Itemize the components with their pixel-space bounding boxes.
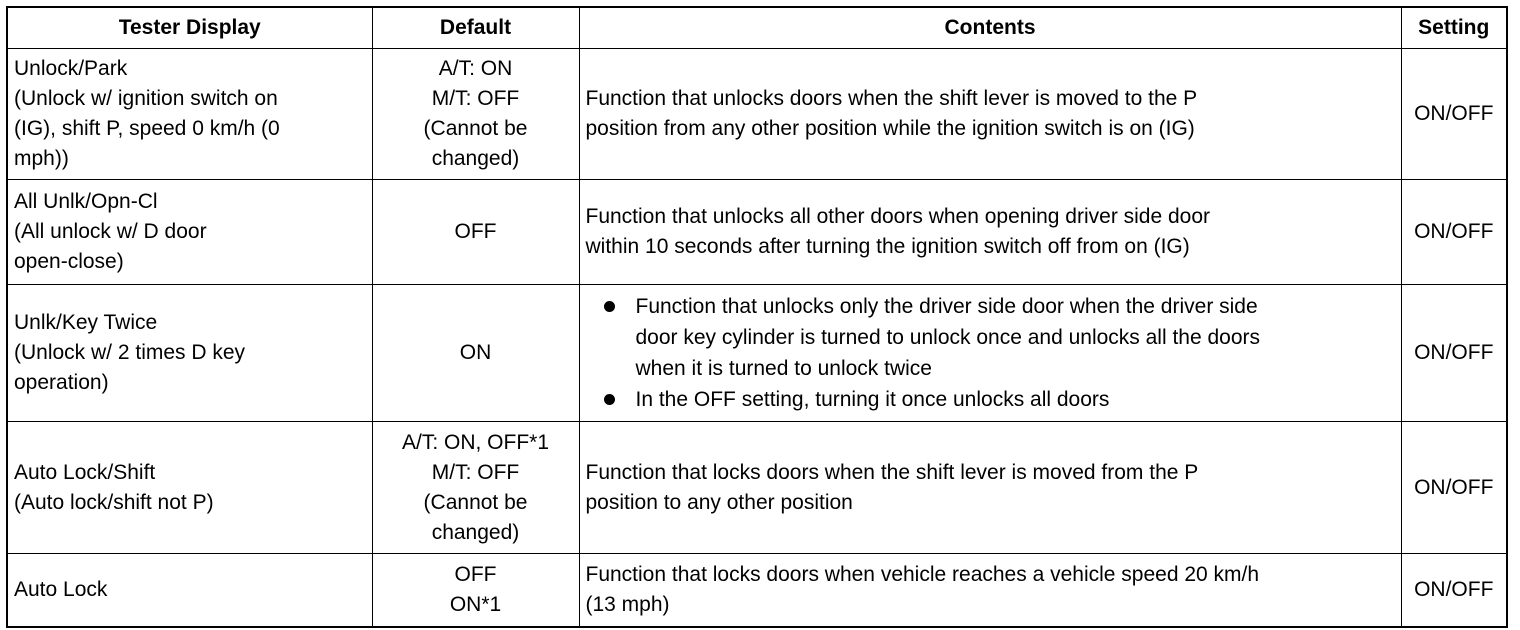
tester-display-line: (All unlock w/ D door — [14, 220, 207, 243]
header-contents: Contents — [578, 6, 1402, 49]
table-row: Auto Lock/Shift (Auto lock/shift not P) … — [6, 421, 1508, 554]
contents-cell: Function that unlocks all other doors wh… — [578, 179, 1402, 285]
contents-line: Function that locks doors when vehicle r… — [585, 562, 1260, 586]
contents-cell: Function that locks doors when the shift… — [578, 421, 1402, 554]
tester-display-cell: Unlk/Key Twice (Unlock w/ 2 times D key … — [6, 284, 373, 422]
header-tester-display: Tester Display — [6, 6, 373, 49]
header-setting: Setting — [1400, 6, 1508, 49]
default-line: A/T: ON, OFF*1 — [401, 430, 550, 454]
contents-line: position from any other position while t… — [585, 117, 1195, 140]
default-line: OFF — [454, 562, 497, 586]
contents-bullet-item: Function that unlocks only the driver si… — [586, 291, 1395, 384]
tester-display-cell: Auto Lock — [6, 553, 373, 627]
tester-display-line: (Unlock w/ ignition switch on — [14, 87, 278, 110]
default-cell: A/T: ON, OFF*1 M/T: OFF (Cannot be chang… — [371, 421, 580, 554]
setting-cell: ON/OFF — [1400, 48, 1508, 180]
tester-display-line: open-close) — [14, 250, 124, 273]
default-line: ON — [459, 341, 492, 364]
contents-line: Function that locks doors when the shift… — [585, 460, 1199, 484]
setting-cell: ON/OFF — [1400, 179, 1508, 285]
contents-bullet-item: In the OFF setting, turning it once unlo… — [586, 384, 1395, 415]
bullet-icon — [603, 301, 615, 312]
contents-line: within 10 seconds after turning the igni… — [585, 235, 1190, 258]
tester-display-cell: Unlock/Park (Unlock w/ ignition switch o… — [6, 48, 373, 180]
tester-display-line: Auto Lock — [14, 577, 108, 601]
default-cell: OFF ON*1 — [371, 553, 580, 627]
bullet-icon — [603, 394, 615, 405]
default-line: M/T: OFF — [431, 460, 520, 484]
tester-display-line: Auto Lock/Shift — [14, 460, 156, 484]
tester-display-cell: All Unlk/Opn-Cl (All unlock w/ D door op… — [6, 179, 373, 285]
default-line: changed) — [431, 147, 520, 170]
customize-function-table: Tester Display Default Contents Setting … — [6, 6, 1508, 628]
table-row: Auto Lock OFF ON*1 Function that locks d… — [6, 553, 1508, 627]
contents-bullet-list: Function that unlocks only the driver si… — [586, 291, 1395, 415]
default-cell: A/T: ON M/T: OFF (Cannot be changed) — [371, 48, 580, 180]
table-row: All Unlk/Opn-Cl (All unlock w/ D door op… — [6, 179, 1508, 285]
contents-line: Function that unlocks all other doors wh… — [585, 205, 1211, 228]
tester-display-line: All Unlk/Opn-Cl — [14, 190, 158, 213]
tester-display-line: (Unlock w/ 2 times D key — [14, 341, 246, 364]
contents-line: (13 mph) — [585, 592, 670, 616]
setting-cell: ON/OFF — [1400, 284, 1508, 422]
table-row: Unlk/Key Twice (Unlock w/ 2 times D key … — [6, 284, 1508, 422]
default-line: A/T: ON — [438, 57, 513, 80]
default-line: (Cannot be — [423, 117, 528, 140]
table-row: Unlock/Park (Unlock w/ ignition switch o… — [6, 48, 1508, 180]
default-line: changed) — [431, 520, 520, 544]
contents-cell: Function that unlocks doors when the shi… — [578, 48, 1402, 180]
tester-display-cell: Auto Lock/Shift (Auto lock/shift not P) — [6, 421, 373, 554]
default-line: M/T: OFF — [431, 87, 520, 110]
header-row: Tester Display Default Contents Setting — [6, 6, 1508, 49]
contents-line: Function that unlocks doors when the shi… — [585, 87, 1198, 110]
tester-display-line: (Auto lock/shift not P) — [14, 490, 214, 514]
contents-line: door key cylinder is turned to unlock on… — [635, 326, 1261, 349]
tester-display-line: mph)) — [14, 147, 69, 170]
default-cell: ON — [371, 284, 580, 422]
tester-display-line: (IG), shift P, speed 0 km/h (0 — [14, 117, 280, 140]
setting-cell: ON/OFF — [1400, 421, 1508, 554]
tester-display-line: Unlock/Park — [14, 57, 128, 80]
header-default: Default — [371, 6, 580, 49]
default-line: ON*1 — [449, 592, 502, 616]
contents-cell: Function that unlocks only the driver si… — [578, 284, 1402, 422]
contents-line: when it is turned to unlock twice — [635, 357, 932, 380]
default-line: OFF — [454, 220, 497, 243]
setting-cell: ON/OFF — [1400, 553, 1508, 627]
tester-display-line: Unlk/Key Twice — [14, 311, 158, 334]
tester-display-line: operation) — [14, 371, 109, 394]
contents-line: position to any other position — [585, 490, 853, 514]
contents-line: Function that unlocks only the driver si… — [635, 295, 1258, 318]
contents-cell: Function that locks doors when vehicle r… — [578, 553, 1402, 627]
contents-line: In the OFF setting, turning it once unlo… — [635, 388, 1110, 411]
default-line: (Cannot be — [423, 490, 528, 514]
default-cell: OFF — [371, 179, 580, 285]
